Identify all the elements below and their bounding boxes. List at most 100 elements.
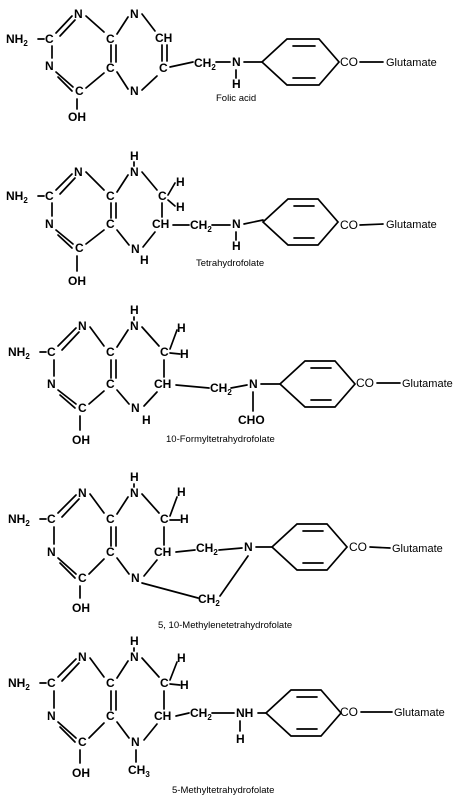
svg-text:CH2: CH2 [194, 56, 216, 72]
svg-text:NH2: NH2 [6, 32, 28, 48]
tetrahydrofolate-structure: NH2 C N N C C C N H N H C H H CH OH CH2 … [6, 149, 437, 288]
methylene-label: CH [210, 381, 227, 395]
carbon-atom-label: C [78, 571, 87, 585]
carbon-atom-label: C [47, 676, 56, 690]
hydrogen-atom-label: H [180, 678, 189, 692]
svg-text:CH2: CH2 [196, 541, 218, 557]
hydrogen-atom-label: H [177, 485, 186, 499]
glutamate-label: Glutamate [392, 543, 443, 555]
carbon-atom-label: C [106, 512, 115, 526]
hydrogen-atom-label: H [176, 200, 185, 214]
nitrogen-atom-label: N [131, 735, 140, 749]
hydrogen-atom-label: H [180, 347, 189, 361]
hydrogen-atom-label: H [176, 175, 185, 189]
hydrogen-atom-label: H [236, 732, 245, 746]
glutamate-label: Glutamate [386, 57, 437, 69]
methylene-label: CH [190, 218, 207, 232]
methylene-bridge-label: CH [198, 592, 215, 606]
nitrogen-atom-label: N [78, 650, 87, 664]
methylenetetrahydrofolate-structure: NH2 C N N C C C N H N C H H CH OH CH2 N … [8, 470, 443, 631]
nitrogen-atom-label: N [78, 486, 87, 500]
glutamate-label: Glutamate [386, 219, 437, 231]
methine-label: CH [152, 217, 169, 231]
nitrogen-atom-label: N [232, 55, 241, 69]
methylene-label: CH [190, 706, 207, 720]
carbon-atom-label: C [106, 345, 115, 359]
amino-group: NH [8, 676, 25, 690]
carbon-atom-label: C [158, 189, 167, 203]
carbon-atom-label: C [75, 84, 84, 98]
hydrogen-atom-label: H [142, 413, 151, 427]
hydrogen-atom-label: H [130, 303, 139, 317]
amino-group: NH [6, 189, 23, 203]
amino-group: NH [8, 512, 25, 526]
nitrogen-atom-label: N [130, 84, 139, 98]
hydroxyl-label: OH [72, 601, 90, 615]
carbon-atom-label: C [160, 345, 169, 359]
hydroxyl-label: OH [68, 110, 86, 124]
carbonyl-label: CO [349, 540, 367, 554]
carbon-atom-label: C [47, 512, 56, 526]
carbonyl-label: CO [340, 55, 358, 69]
svg-text:CH2: CH2 [190, 706, 212, 722]
methine-label: CH [154, 545, 171, 559]
svg-text:CH3: CH3 [128, 763, 150, 779]
hydrogen-atom-label: H [232, 77, 241, 91]
glutamate-label: Glutamate [394, 707, 445, 719]
carbonyl-label: CO [340, 705, 358, 719]
nitrogen-atom-label: N [78, 319, 87, 333]
nitrogen-atom-label: N [232, 217, 241, 231]
nitrogen-atom-label: N [47, 709, 56, 723]
nitrogen-atom-label: N [130, 165, 139, 179]
carbon-atom-label: C [106, 32, 115, 46]
nitrogen-atom-label: N [47, 377, 56, 391]
methyltetrahydrofolate-structure: NH2 C N N C C C N H N CH3 C H H CH OH CH… [8, 634, 445, 796]
svg-text:CH2: CH2 [190, 218, 212, 234]
carbon-atom-label: C [160, 512, 169, 526]
nitrogen-atom-label: N [130, 486, 139, 500]
nitrogen-atom-label: N [131, 242, 140, 256]
hydrogen-atom-label: H [232, 239, 241, 253]
nitrogen-atom-label: N [130, 7, 139, 21]
amino-group: NH [8, 345, 25, 359]
carbonyl-label: CO [340, 218, 358, 232]
hydrogen-atom-label: H [180, 512, 189, 526]
folic-acid-structure: NH2 C N N C C C N N CH C OH CH2 N H CO G… [6, 7, 437, 124]
hydrogen-atom-label: H [177, 651, 186, 665]
carbon-atom-label: C [106, 61, 115, 75]
nitrogen-atom-label: N [244, 540, 253, 554]
hydroxyl-label: OH [72, 766, 90, 780]
nitrogen-atom-label: N [74, 165, 83, 179]
nitrogen-atom-label: N [47, 545, 56, 559]
glutamate-label: Glutamate [402, 378, 453, 390]
carbon-atom-label: C [45, 32, 54, 46]
hydrogen-atom-label: H [177, 321, 186, 335]
compound-caption: 5, 10-Methylenetetrahydrofolate [158, 620, 292, 631]
compound-caption: Folic acid [216, 93, 256, 104]
methyl-label: CH [128, 763, 145, 777]
methine-label: CH [154, 709, 171, 723]
carbon-atom-label: C [47, 345, 56, 359]
carbon-atom-label: C [106, 709, 115, 723]
formyl-label: CHO [238, 413, 265, 427]
compound-caption: 10-Formyltetrahydrofolate [166, 434, 275, 445]
svg-text:NH2: NH2 [6, 189, 28, 205]
methylene-label: CH [194, 56, 211, 70]
svg-text:CH2: CH2 [210, 381, 232, 397]
nitrogen-atom-label: N [131, 571, 140, 585]
carbon-atom-label: C [106, 676, 115, 690]
carbon-atom-label: C [106, 217, 115, 231]
nitrogen-atom-label: N [74, 7, 83, 21]
methine-label: CH [154, 377, 171, 391]
nitrogen-atom-label: N [130, 319, 139, 333]
compound-caption: Tetrahydrofolate [196, 258, 264, 269]
hydroxyl-label: OH [72, 433, 90, 447]
hydrogen-atom-label: H [140, 253, 149, 267]
nitrogen-atom-label: N [45, 217, 54, 231]
methylene-label: CH [196, 541, 213, 555]
svg-text:CH2: CH2 [198, 592, 220, 608]
hydrogen-atom-label: H [130, 149, 139, 163]
carbon-atom-label: C [78, 735, 87, 749]
nitrogen-atom-label: N [130, 650, 139, 664]
